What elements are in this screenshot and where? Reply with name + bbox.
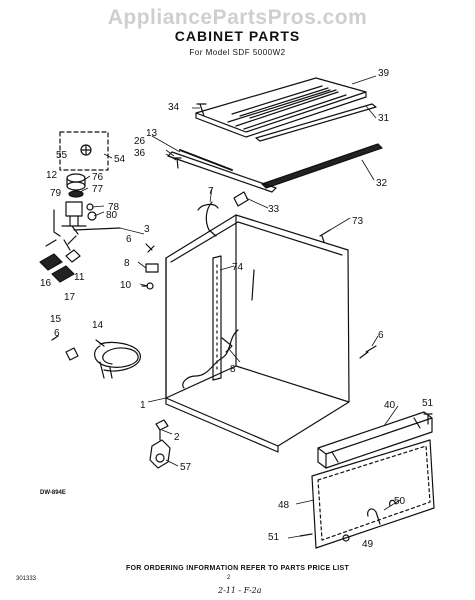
screw-6b xyxy=(365,345,377,353)
clip-33 xyxy=(233,191,249,207)
callout-10: 10 xyxy=(120,280,132,291)
page-number: 2 xyxy=(227,575,231,581)
callout-49: 49 xyxy=(362,539,374,550)
document-number: 301333 xyxy=(16,576,37,582)
lever-3 xyxy=(71,225,121,235)
top-panel xyxy=(195,77,367,138)
washer-80 xyxy=(87,211,97,221)
inner-hose xyxy=(182,329,239,389)
callout-3: 3 xyxy=(144,224,150,235)
plug-6 xyxy=(65,347,79,361)
callout-51a: 51 xyxy=(422,398,434,409)
brace-74 xyxy=(212,255,222,381)
callout-13: 13 xyxy=(146,128,158,139)
drawing-code: DW-894E xyxy=(40,490,66,496)
callout-8b: 8 xyxy=(230,364,236,375)
screw-15 xyxy=(51,335,59,341)
valve-79 xyxy=(65,201,83,217)
cabinet-body xyxy=(165,214,350,453)
callout-76: 76 xyxy=(92,172,104,183)
screw-6 xyxy=(145,243,155,253)
callout-2: 2 xyxy=(174,432,180,443)
toe-panel-40 xyxy=(317,411,433,455)
knob-76 xyxy=(66,173,86,183)
callout-40: 40 xyxy=(384,400,396,411)
callout-39: 39 xyxy=(378,68,390,79)
bracket-box xyxy=(59,131,109,171)
screw-73 xyxy=(319,229,331,243)
callout-77: 77 xyxy=(92,184,104,195)
callout-54: 54 xyxy=(114,154,126,165)
callout-32: 32 xyxy=(376,178,388,189)
ordering-footer: FOR ORDERING INFORMATION REFER TO PARTS … xyxy=(125,565,350,572)
callout-8a: 8 xyxy=(124,258,130,269)
front-rail xyxy=(167,151,277,193)
callout-57: 57 xyxy=(180,462,192,473)
callout-73: 73 xyxy=(352,216,364,227)
watermark: AppliancePartsPros.com xyxy=(107,6,368,29)
page-title: CABINET PARTS xyxy=(174,28,301,44)
screw-34 xyxy=(196,103,207,117)
rear-strip xyxy=(261,143,383,189)
caster-57 xyxy=(149,439,171,469)
leg-2 xyxy=(155,419,169,431)
callout-50: 50 xyxy=(394,496,406,507)
callout-17: 17 xyxy=(64,292,76,303)
callout-36: 36 xyxy=(134,148,146,159)
screw-51a xyxy=(423,413,433,425)
callout-51b: 51 xyxy=(268,532,280,543)
callout-1: 1 xyxy=(140,400,146,411)
callout-15: 15 xyxy=(50,314,62,325)
foot-17 xyxy=(51,265,75,283)
callout-74: 74 xyxy=(232,262,244,273)
callout-11: 11 xyxy=(74,272,85,283)
callout-48: 48 xyxy=(278,500,290,511)
model-subtitle: For Model SDF 5000W2 xyxy=(189,48,286,57)
callout-16: 16 xyxy=(40,278,52,289)
callout-80: 80 xyxy=(106,210,118,221)
callout-6a: 6 xyxy=(126,234,132,245)
clip-8 xyxy=(145,263,159,273)
callout-6c: 6 xyxy=(378,330,384,341)
handwritten-note: 2-11 - F-2a xyxy=(218,586,262,595)
callout-55: 55 xyxy=(56,150,68,161)
callout-6b: 6 xyxy=(54,328,60,339)
callout-14: 14 xyxy=(92,320,104,331)
screw-51b xyxy=(299,533,313,537)
callout-7: 7 xyxy=(208,186,214,197)
knob-77 xyxy=(68,190,84,198)
callout-31: 31 xyxy=(378,113,390,124)
callout-78: 78 xyxy=(108,202,120,213)
access-panel-48 xyxy=(311,439,435,549)
foot-16 xyxy=(39,253,63,271)
callout-33: 33 xyxy=(268,204,280,215)
pad-11 xyxy=(65,249,81,263)
shim-strip xyxy=(255,103,377,142)
callout-12: 12 xyxy=(46,170,58,181)
power-cord-14 xyxy=(94,339,139,379)
callout-79: 79 xyxy=(50,188,62,199)
callout-34: 34 xyxy=(168,102,180,113)
callout-26: 26 xyxy=(134,136,146,147)
screw-36 xyxy=(173,157,182,169)
